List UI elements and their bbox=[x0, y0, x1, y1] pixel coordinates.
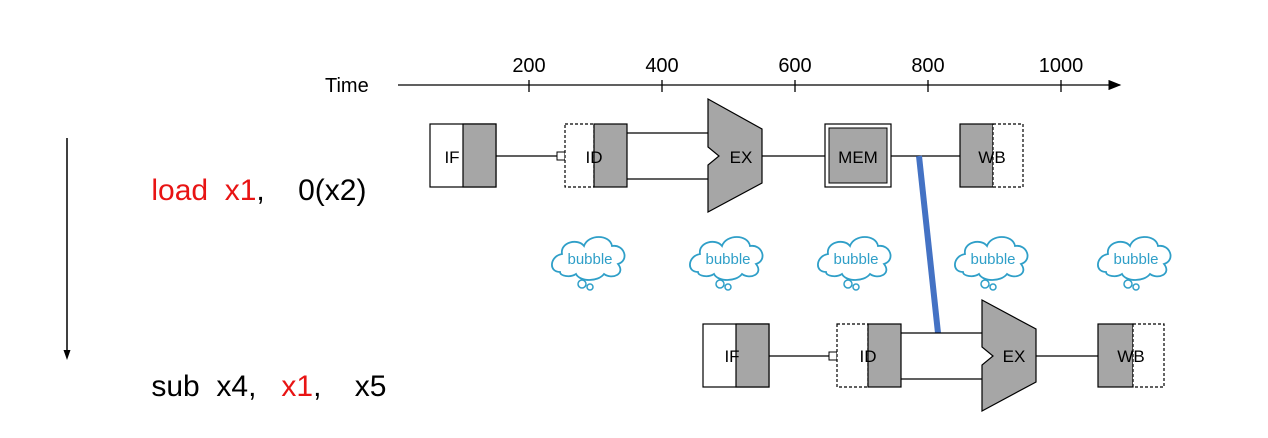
bubble-label: bubble bbox=[833, 251, 878, 268]
time-tick-label: 400 bbox=[645, 55, 678, 77]
stage-wb-box: WB bbox=[1097, 323, 1165, 388]
bubble-row: bubble bubble bubble bubble bbox=[551, 236, 1172, 291]
pipeline-diagram: load x1, 0(x2) sub x4, x1, x5 Time 200 4… bbox=[63, 55, 1172, 413]
pipeline-register-mark bbox=[828, 351, 838, 361]
pipeline-row-load: IF ID EX MEM bbox=[429, 97, 1024, 214]
instruction-sub-suffix: , x5 bbox=[313, 370, 387, 403]
time-tick-label: 800 bbox=[911, 55, 944, 77]
stage-if-box: IF bbox=[429, 123, 497, 188]
instruction-load-operands: , 0(x2) bbox=[256, 174, 367, 207]
program-order-arrowhead bbox=[63, 350, 71, 360]
stage-if-label: IF bbox=[444, 148, 459, 167]
stage-ex-label: EX bbox=[1003, 347, 1026, 366]
forwarding-path bbox=[916, 155, 941, 334]
bubble-icon: bubble bbox=[1097, 236, 1172, 291]
time-tick-label: 600 bbox=[778, 55, 811, 77]
time-axis-ticks: 200 400 600 800 1000 bbox=[512, 55, 1083, 92]
bubble-icon: bubble bbox=[551, 236, 626, 291]
stage-wb-box: WB bbox=[959, 123, 1024, 188]
instruction-sub-prefix: sub x4, bbox=[151, 370, 282, 403]
stage-id-box: ID bbox=[836, 323, 902, 388]
stage-if-label: IF bbox=[724, 347, 739, 366]
bubble-icon: bubble bbox=[689, 236, 764, 291]
time-tick-label: 1000 bbox=[1039, 55, 1084, 77]
stage-id-box: ID bbox=[564, 123, 628, 188]
stage-ex-label: EX bbox=[730, 148, 753, 167]
stage-mem-box: MEM bbox=[824, 123, 892, 188]
pipeline-row-sub: IF ID EX WB bbox=[702, 298, 1165, 413]
bubble-label: bubble bbox=[1113, 251, 1158, 268]
instruction-sub-dependency: x1 bbox=[281, 370, 314, 403]
instruction-load: load x1, 0(x2) bbox=[118, 140, 366, 242]
stage-if-box: IF bbox=[702, 323, 770, 388]
stage-wb-label: WB bbox=[1117, 347, 1144, 366]
bubble-label: bubble bbox=[567, 251, 612, 268]
pipeline-register-mark bbox=[556, 151, 566, 161]
stage-wb-label: WB bbox=[978, 148, 1005, 167]
instruction-load-opcode: load x1 bbox=[151, 174, 257, 207]
stage-id-label: ID bbox=[860, 347, 877, 366]
bubble-label: bubble bbox=[705, 251, 750, 268]
stage-ex-alu: EX bbox=[981, 298, 1037, 413]
stage-ex-alu: EX bbox=[707, 97, 763, 214]
bubble-label: bubble bbox=[970, 251, 1015, 268]
time-tick-label: 200 bbox=[512, 55, 545, 77]
bubble-icon: bubble bbox=[817, 236, 892, 291]
time-axis-label: Time bbox=[325, 75, 369, 97]
stage-id-label: ID bbox=[586, 148, 603, 167]
stage-mem-label: MEM bbox=[838, 148, 878, 167]
diagram-canvas: Time 200 400 600 800 1000 IF bbox=[63, 55, 1172, 413]
bubble-icon: bubble bbox=[954, 236, 1029, 291]
instruction-sub: sub x4, x1, x5 bbox=[118, 336, 386, 438]
